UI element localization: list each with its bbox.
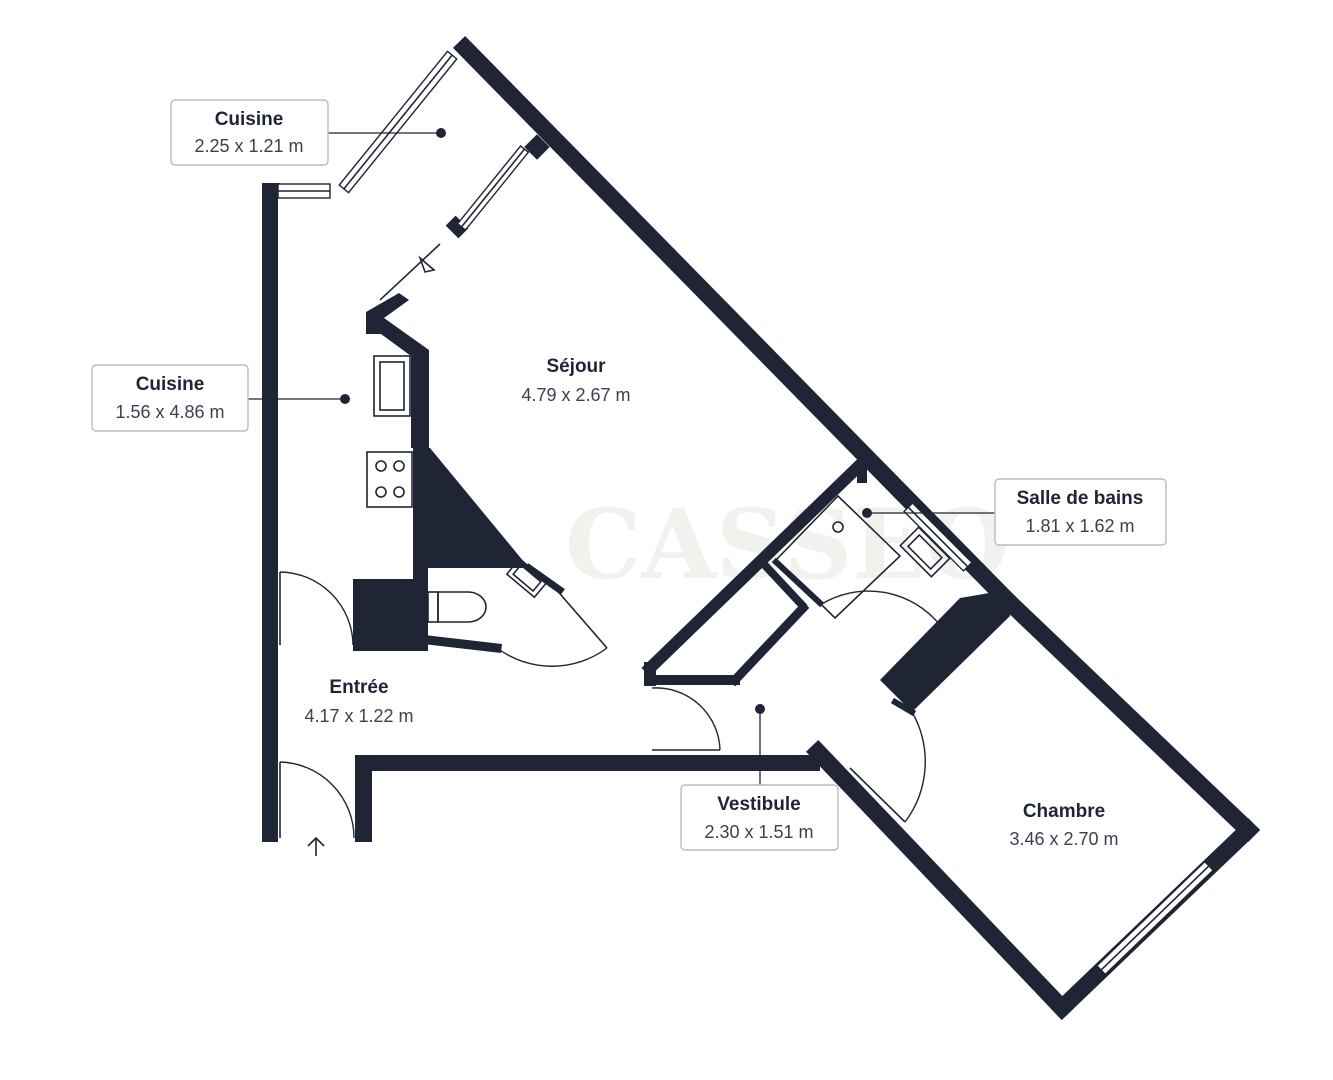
washbasin-icon <box>505 557 549 599</box>
room-dimensions: 2.30 x 1.51 m <box>704 822 813 842</box>
room-dimensions: 4.79 x 2.67 m <box>521 385 630 405</box>
room-name: Cuisine <box>215 109 284 130</box>
room-label-sejour: Séjour 4.79 x 2.67 m <box>521 356 630 405</box>
windows <box>277 50 1215 976</box>
entrance-arrow-icon <box>307 836 325 856</box>
room-dimensions: 1.81 x 1.62 m <box>1025 516 1134 536</box>
leaders <box>248 128 995 785</box>
hob-icon <box>366 451 413 508</box>
room-label-cuisine-left: Cuisine 1.56 x 4.86 m <box>91 364 249 432</box>
room-name: Cuisine <box>136 374 205 395</box>
room-dimensions: 3.46 x 2.70 m <box>1009 829 1118 849</box>
room-name: Salle de bains <box>1017 488 1144 509</box>
shower-icon <box>774 494 902 620</box>
room-label-entree: Entrée 4.17 x 1.22 m <box>304 677 413 726</box>
room-dimensions: 2.25 x 1.21 m <box>194 136 303 156</box>
walls <box>262 35 1261 1021</box>
room-dimensions: 1.56 x 4.86 m <box>115 402 224 422</box>
room-name: Entrée <box>329 677 388 698</box>
doors <box>279 243 941 839</box>
room-label-chambre: Chambre 3.46 x 2.70 m <box>1009 801 1118 849</box>
toilet-icon <box>427 591 487 623</box>
room-name: Vestibule <box>717 794 800 815</box>
room-label-salle-de-bains: Salle de bains 1.81 x 1.62 m <box>994 478 1167 546</box>
room-name: Chambre <box>1023 801 1105 822</box>
room-label-cuisine-top: Cuisine 2.25 x 1.21 m <box>170 99 329 166</box>
room-label-vestibule: Vestibule 2.30 x 1.51 m <box>680 784 839 851</box>
fixtures <box>307 355 951 856</box>
sink-icon <box>373 355 411 417</box>
room-name: Séjour <box>546 356 606 377</box>
washbasin-icon <box>899 526 951 578</box>
room-dimensions: 4.17 x 1.22 m <box>304 706 413 726</box>
